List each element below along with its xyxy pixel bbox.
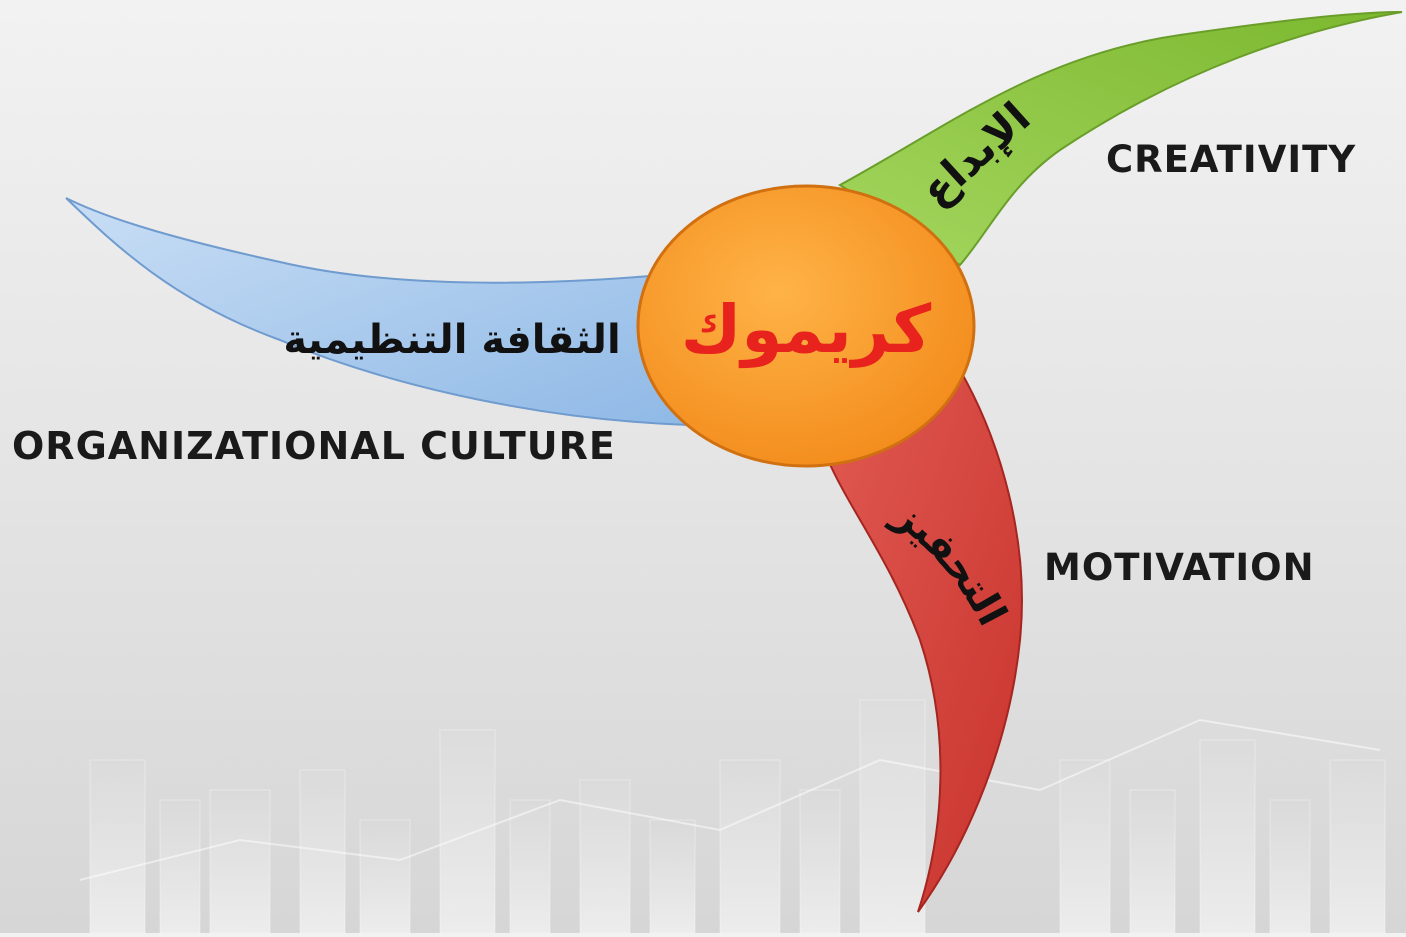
culture-english-label: ORGANIZATIONAL CULTURE xyxy=(12,424,616,468)
center-label: كريموك xyxy=(681,291,932,369)
culture-arabic-label: الثقافة التنظيمية xyxy=(283,317,620,363)
motivation-english-label: MOTIVATION xyxy=(1044,546,1315,589)
background-trend-line xyxy=(79,718,1381,881)
creativity-english-label: CREATIVITY xyxy=(1106,138,1357,181)
background-skyline xyxy=(89,699,1386,934)
center-circle xyxy=(636,184,976,468)
culture-blade xyxy=(65,197,690,427)
creativity-blade xyxy=(838,11,1403,267)
